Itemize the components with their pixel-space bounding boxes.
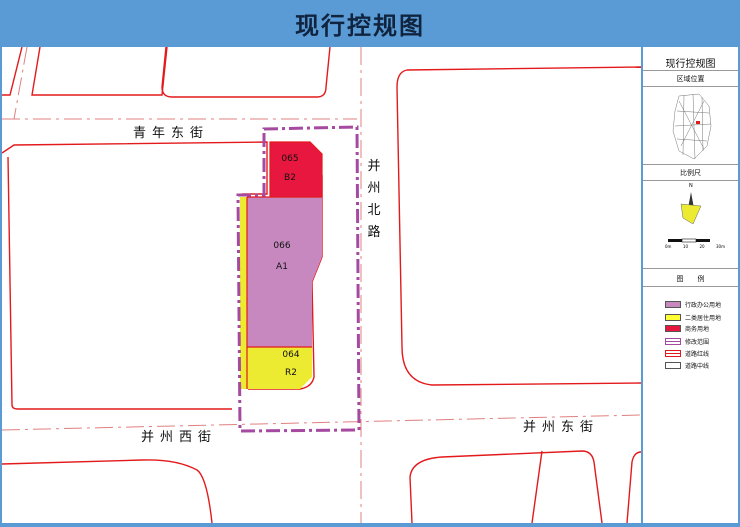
parcel-064-use: R2 (285, 368, 297, 378)
legend-swatch (665, 314, 681, 321)
scale-tick: 10 (682, 244, 688, 249)
legend-item: 修改范围 (665, 337, 709, 346)
parcel-066-use: A1 (276, 262, 288, 272)
legend-label: 道路中线 (685, 363, 710, 370)
scale-tick: 20 (699, 244, 705, 249)
road-centerlines (2, 47, 641, 523)
divider (643, 164, 738, 165)
page-title: 现行控规图 (295, 11, 425, 40)
road-redlines (2, 47, 641, 523)
centerline-bingzhou-xi-dong (2, 414, 641, 431)
modification-boundary (236, 125, 361, 433)
legend-heading: 图 例 (676, 275, 705, 283)
parcel-yellow-strip (240, 197, 247, 389)
divider (643, 86, 738, 87)
site-marker (696, 121, 700, 124)
divider (643, 180, 738, 181)
divider (643, 268, 738, 269)
parcel-064-code: 064 (282, 350, 300, 360)
scale-bar (668, 238, 710, 243)
divider (643, 286, 738, 287)
map-drawing (2, 47, 641, 523)
legend-panel: 现行控规图 区域位置 比例尺 N 0m 10 20 30m 图 例 行政办公 (643, 47, 738, 523)
scale-tick: 30m (716, 244, 725, 249)
legend-item: 道路中线 (665, 361, 709, 370)
map-canvas[interactable]: 青年东街 并州北路 并州西街 并州东街 065 B2 066 A1 064 R2 (2, 47, 641, 523)
north-arrow-icon (680, 192, 702, 225)
legend-swatch (665, 325, 681, 332)
scale-tick: 0m (665, 244, 672, 249)
legend-swatch (665, 362, 681, 369)
legend-item: 行政办公用地 (665, 300, 721, 309)
legend-label: 商务用地 (685, 326, 710, 333)
legend-label: 行政办公用地 (685, 302, 722, 309)
legend-swatch (665, 350, 681, 357)
legend-item: 道路红线 (665, 349, 709, 358)
parcel-066-code: 066 (273, 241, 291, 251)
parcel-065-code: 065 (281, 154, 299, 164)
legend-item: 商务用地 (665, 324, 709, 333)
parcel-065-use: B2 (284, 173, 296, 183)
title-bar: 现行控规图 (0, 0, 740, 46)
legend-label: 二类居住用地 (685, 315, 722, 322)
legend-swatch (665, 301, 681, 308)
location-heading: 区域位置 (676, 75, 705, 83)
road-label-bingzhou-north: 并州北路 (367, 159, 381, 240)
parcel-066-fill (247, 197, 322, 347)
legend-item: 二类居住用地 (665, 313, 721, 322)
road-label-bingzhou-east: 并州东街 (523, 420, 600, 435)
legend-label: 道路红线 (685, 351, 710, 358)
panel-title: 现行控规图 (665, 59, 716, 70)
north-label: N (689, 183, 693, 189)
divider (643, 70, 738, 71)
location-minimap[interactable] (669, 91, 714, 161)
parcel-064-fill (247, 347, 312, 389)
legend-label: 修改范围 (685, 339, 710, 346)
scale-ticks: 0m 10 20 30m (665, 244, 725, 249)
parcel-065-fill (270, 142, 322, 197)
scale-heading: 比例尺 (680, 169, 701, 177)
road-label-bingzhou-west: 并州西街 (141, 430, 218, 445)
road-label-qingnian-east: 青年东街 (133, 126, 210, 141)
legend-swatch (665, 338, 681, 345)
